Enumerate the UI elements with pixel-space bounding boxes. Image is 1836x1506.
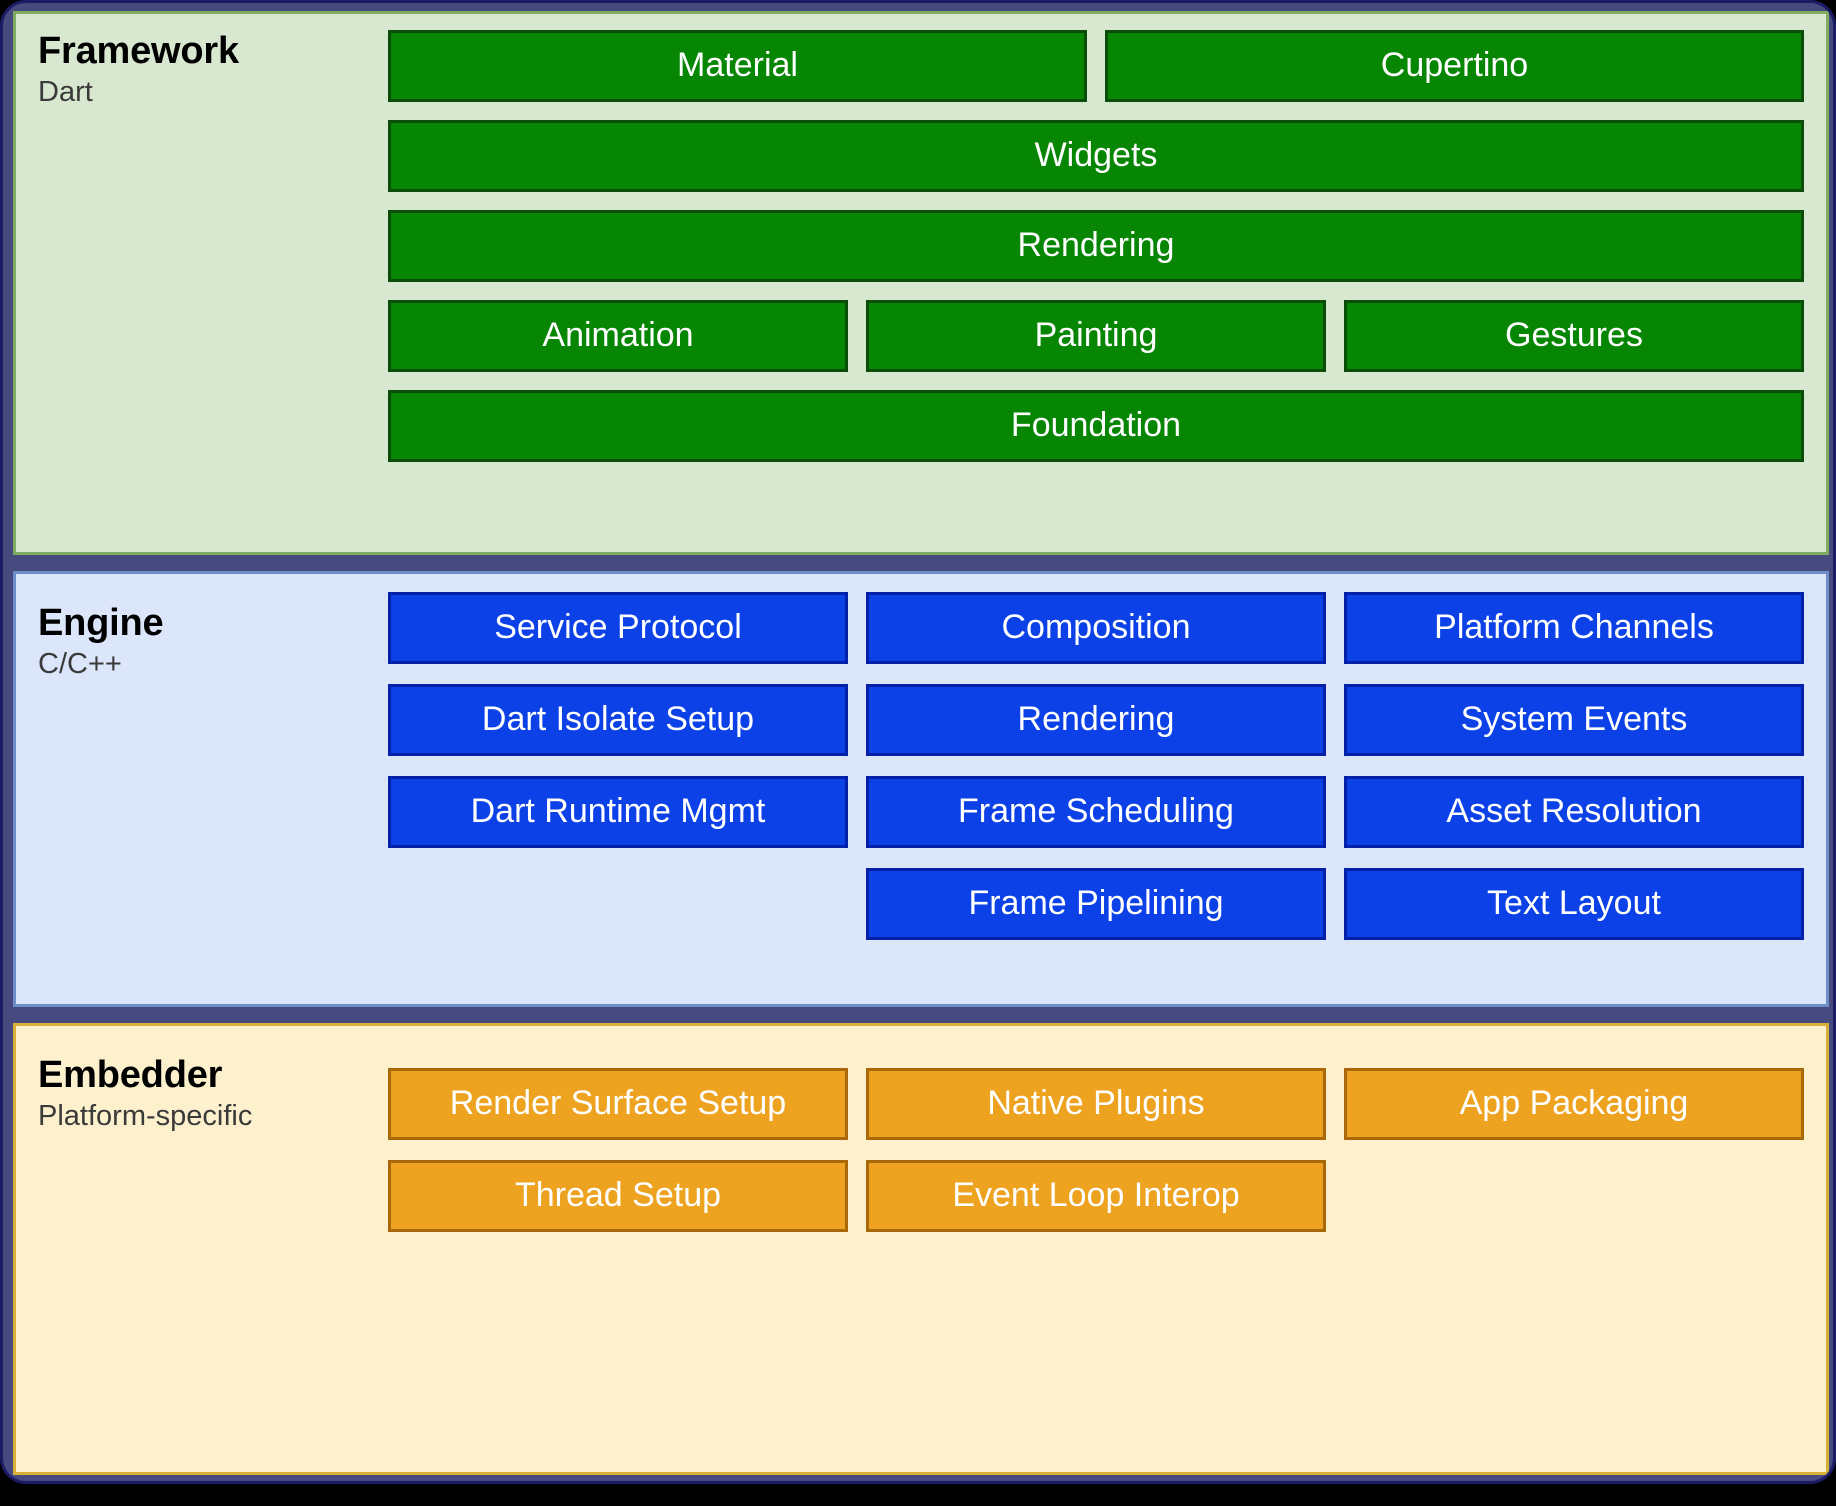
framework-row-5: Foundation — [388, 390, 1804, 462]
layer-embedder: Embedder Platform-specific Render Surfac… — [13, 1023, 1829, 1475]
layer-embedder-title: Embedder — [38, 1054, 223, 1096]
layer-engine-header: Engine C/C++ — [16, 574, 388, 681]
framework-box-foundation[interactable]: Foundation — [388, 390, 1804, 462]
layer-embedder-subtitle: Platform-specific — [38, 1099, 253, 1132]
framework-box-material[interactable]: Material — [388, 30, 1087, 102]
framework-row-2: Widgets — [388, 120, 1804, 192]
embedder-box-native-plugins[interactable]: Native Plugins — [866, 1068, 1326, 1140]
engine-box-service-protocol[interactable]: Service Protocol — [388, 592, 848, 664]
layer-framework-header: Framework Dart — [16, 14, 388, 109]
layer-framework-title: Framework — [38, 30, 239, 72]
layer-embedder-header: Embedder Platform-specific — [16, 1026, 388, 1133]
engine-box-rendering[interactable]: Rendering — [866, 684, 1326, 756]
framework-box-cupertino[interactable]: Cupertino — [1105, 30, 1804, 102]
engine-box-asset-resolution[interactable]: Asset Resolution — [1344, 776, 1804, 848]
layer-engine-title: Engine — [38, 602, 164, 644]
engine-box-platform-channels[interactable]: Platform Channels — [1344, 592, 1804, 664]
framework-box-gestures[interactable]: Gestures — [1344, 300, 1804, 372]
engine-row-2: Dart Isolate Setup Rendering System Even… — [388, 684, 1804, 756]
layer-framework: Framework Dart Material Cupertino Widget… — [13, 11, 1829, 555]
engine-row-1: Service Protocol Composition Platform Ch… — [388, 592, 1804, 664]
engine-box-text-layout[interactable]: Text Layout — [1344, 868, 1804, 940]
framework-row-3: Rendering — [388, 210, 1804, 282]
engine-row-3: Dart Runtime Mgmt Frame Scheduling Asset… — [388, 776, 1804, 848]
engine-box-composition[interactable]: Composition — [866, 592, 1326, 664]
layer-framework-body: Material Cupertino Widgets Rendering Ani… — [388, 14, 1826, 478]
layer-framework-subtitle: Dart — [38, 75, 93, 108]
framework-box-rendering[interactable]: Rendering — [388, 210, 1804, 282]
engine-box-spacer — [388, 868, 848, 940]
embedder-box-thread-setup[interactable]: Thread Setup — [388, 1160, 848, 1232]
framework-box-painting[interactable]: Painting — [866, 300, 1326, 372]
embedder-row-2: Thread Setup Event Loop Interop — [388, 1160, 1804, 1232]
embedder-box-event-loop-interop[interactable]: Event Loop Interop — [866, 1160, 1326, 1232]
framework-box-animation[interactable]: Animation — [388, 300, 848, 372]
engine-box-system-events[interactable]: System Events — [1344, 684, 1804, 756]
layer-engine: Engine C/C++ Service Protocol Compositio… — [13, 571, 1829, 1007]
framework-row-4: Animation Painting Gestures — [388, 300, 1804, 372]
layer-engine-body: Service Protocol Composition Platform Ch… — [388, 574, 1826, 956]
layer-embedder-body: Render Surface Setup Native Plugins App … — [388, 1026, 1826, 1248]
embedder-box-spacer — [1344, 1160, 1804, 1232]
engine-box-dart-runtime-mgmt[interactable]: Dart Runtime Mgmt — [388, 776, 848, 848]
engine-box-frame-scheduling[interactable]: Frame Scheduling — [866, 776, 1326, 848]
embedder-box-render-surface-setup[interactable]: Render Surface Setup — [388, 1068, 848, 1140]
framework-row-1: Material Cupertino — [388, 30, 1804, 102]
engine-row-4: Frame Pipelining Text Layout — [388, 868, 1804, 940]
framework-box-widgets[interactable]: Widgets — [388, 120, 1804, 192]
embedder-row-1: Render Surface Setup Native Plugins App … — [388, 1068, 1804, 1140]
engine-box-dart-isolate-setup[interactable]: Dart Isolate Setup — [388, 684, 848, 756]
embedder-box-app-packaging[interactable]: App Packaging — [1344, 1068, 1804, 1140]
layer-engine-subtitle: C/C++ — [38, 647, 122, 680]
engine-box-frame-pipelining[interactable]: Frame Pipelining — [866, 868, 1326, 940]
